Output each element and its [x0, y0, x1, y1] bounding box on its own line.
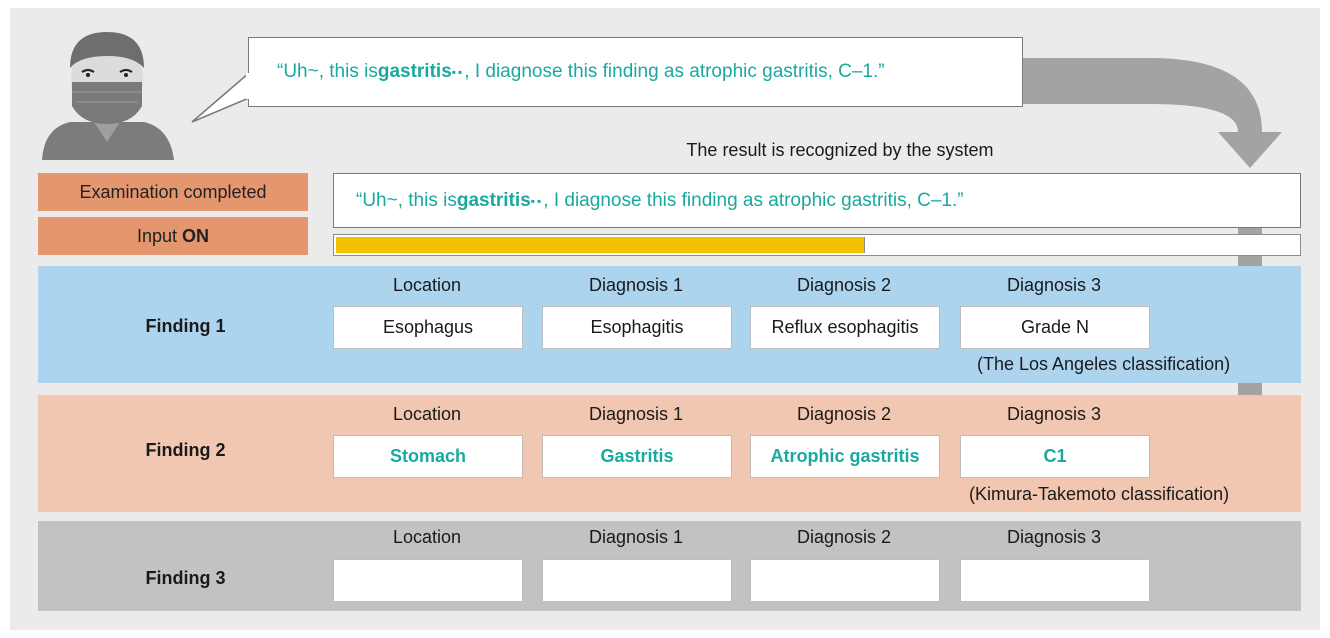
speech-text-after: , I diagnose this finding as atrophic ga… — [464, 61, 885, 82]
curved-flow-arrow — [1022, 58, 1282, 168]
status-input-state: ON — [182, 225, 210, 246]
column-header-location: Location — [392, 275, 462, 295]
finding-title: Finding 2 — [145, 440, 226, 460]
speech-highlight: gastritis — [377, 61, 452, 82]
column-header-diagnosis-2: Diagnosis 2 — [796, 404, 892, 424]
column-header-diagnosis-2: Diagnosis 2 — [796, 275, 892, 295]
finding-row-1: Finding 1 Location Diagnosis 1 Diagnosis… — [38, 266, 1301, 383]
status-examination-completed: Examination completed — [38, 173, 308, 211]
column-header-diagnosis-3: Diagnosis 3 — [1006, 275, 1102, 295]
field-diagnosis-3[interactable] — [960, 559, 1150, 602]
speech-bubble: “Uh~, this is gastritis ▪▪ , I diagnose … — [248, 37, 1023, 107]
field-location[interactable]: Stomach — [333, 435, 523, 478]
field-diagnosis-1[interactable]: Gastritis — [542, 435, 732, 478]
field-diagnosis-1[interactable]: Esophagitis — [542, 306, 732, 349]
field-diagnosis-2[interactable] — [750, 559, 940, 602]
field-diagnosis-3[interactable]: C1 — [960, 435, 1150, 478]
recognized-text-box: “Uh~, this is gastritis ▪▪ , I diagnose … — [333, 173, 1301, 228]
finding-row-3: Finding 3 Location Diagnosis 1 Diagnosis… — [38, 521, 1301, 611]
finding-title: Finding 3 — [145, 568, 226, 588]
recognition-progress-fill — [336, 237, 866, 253]
classification-note: (Kimura-Takemoto classification) — [969, 484, 1230, 504]
column-header-diagnosis-1: Diagnosis 1 — [588, 527, 684, 547]
column-header-location: Location — [392, 527, 462, 547]
recognized-dots: ▪▪ — [530, 193, 544, 208]
recognized-text-after: , I diagnose this finding as atrophic ga… — [543, 189, 964, 211]
speech-text-before: “Uh~, this is — [277, 61, 378, 82]
recognition-progress-bar — [333, 234, 1301, 256]
column-header-diagnosis-1: Diagnosis 1 — [588, 404, 684, 424]
finding-row-2: Finding 2 Location Diagnosis 1 Diagnosis… — [38, 395, 1301, 512]
column-header-diagnosis-3: Diagnosis 3 — [1006, 527, 1102, 547]
field-location[interactable] — [333, 559, 523, 602]
speech-tail-cover — [246, 73, 252, 99]
status-input-on: Input ON — [38, 217, 308, 255]
speech-dots: ▪▪ — [451, 65, 465, 79]
field-diagnosis-2[interactable]: Reflux esophagitis — [750, 306, 940, 349]
status-input-label: Input — [136, 225, 178, 246]
doctor-avatar-icon — [42, 32, 174, 160]
field-location[interactable]: Esophagus — [333, 306, 523, 349]
column-header-diagnosis-3: Diagnosis 3 — [1006, 404, 1102, 424]
status-examination-completed-label: Examination completed — [79, 181, 267, 202]
column-header-diagnosis-1: Diagnosis 1 — [588, 275, 684, 295]
classification-note: (The Los Angeles classification) — [977, 354, 1231, 374]
column-header-diagnosis-2: Diagnosis 2 — [796, 527, 892, 547]
field-diagnosis-3[interactable]: Grade N — [960, 306, 1150, 349]
field-diagnosis-1[interactable] — [542, 559, 732, 602]
recognized-highlight: gastritis — [456, 189, 531, 211]
finding-title: Finding 1 — [145, 316, 226, 336]
column-header-location: Location — [392, 404, 462, 424]
field-diagnosis-2[interactable]: Atrophic gastritis — [750, 435, 940, 478]
recognized-text-before: “Uh~, this is — [356, 189, 457, 211]
speech-bubble-tail — [191, 71, 250, 123]
recognition-caption: The result is recognized by the system — [686, 140, 994, 160]
